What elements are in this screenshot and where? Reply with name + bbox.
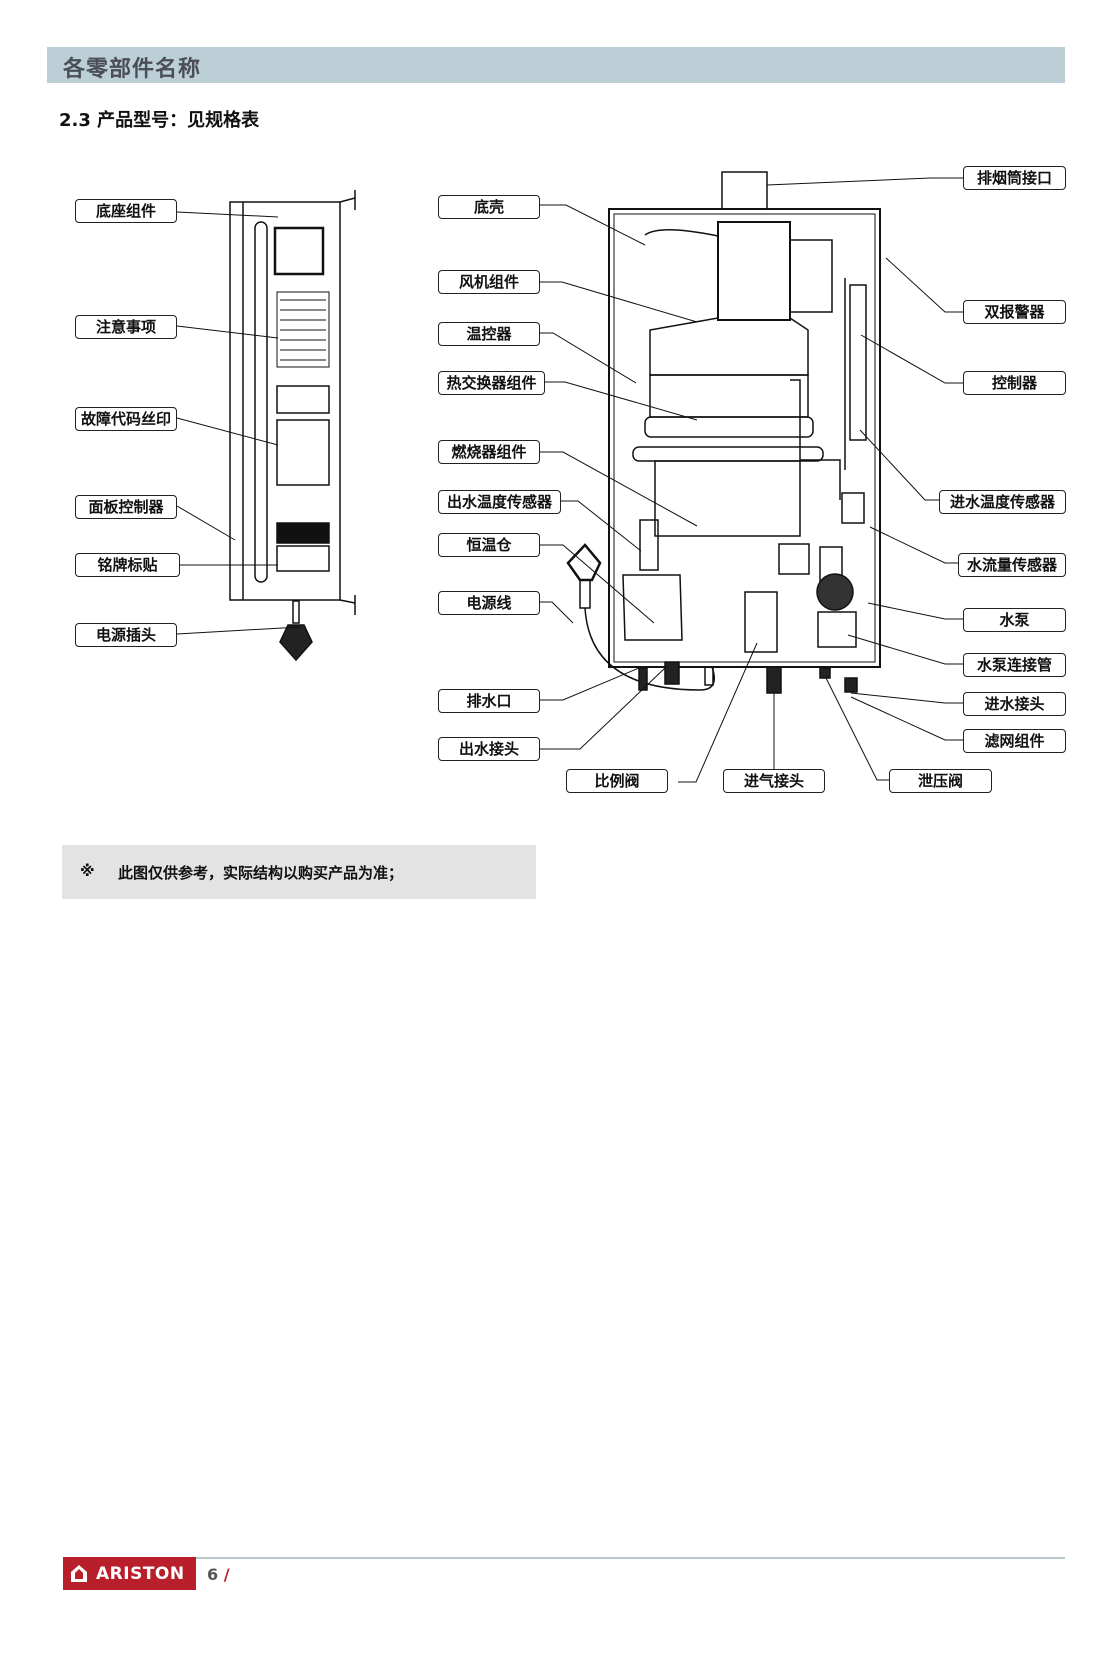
label-water-outlet-connector: 出水接头 [438,737,540,761]
page-number: 6 / [207,1565,230,1584]
label-water-pump: 水泵 [963,608,1066,632]
reference-mark: ※ [80,862,95,880]
label-water-flow-sensor: 水流量传感器 [958,553,1066,577]
label-panel-controller: 面板控制器 [75,495,177,519]
label-fault-code-print: 故障代码丝印 [75,407,177,431]
section-header-band: 各零部件名称 [47,47,1065,83]
label-burner-assembly: 燃烧器组件 [438,440,540,464]
footer-divider [196,1557,1065,1559]
label-power-cord: 电源线 [438,591,540,615]
label-base-assembly: 底座组件 [75,199,177,223]
page-separator: / [223,1565,230,1584]
label-flue-connector: 排烟筒接口 [963,166,1066,190]
note-text: 此图仅供参考，实际结构以购买产品为准； [118,864,404,882]
label-power-plug: 电源插头 [75,623,177,647]
label-constant-temp-tank: 恒温仓 [438,533,540,557]
label-filter-assembly: 滤网组件 [963,729,1066,753]
section-title: 各零部件名称 [63,57,202,82]
label-precautions: 注意事项 [75,315,177,339]
label-nameplate: 铭牌标贴 [75,553,180,577]
label-drain-outlet: 排水口 [438,689,540,713]
parts-diagram [176,171,963,783]
house-icon [71,1565,87,1582]
ariston-logo: ARISTON [63,1557,196,1590]
label-controller: 控制器 [963,371,1066,395]
label-proportional-valve: 比例阀 [566,769,668,793]
page-number-value: 6 [207,1565,219,1584]
label-inlet-temp-sensor: 进水温度传感器 [939,490,1066,514]
label-heat-exchanger: 热交换器组件 [438,371,545,395]
label-bottom-shell: 底壳 [438,195,540,219]
label-gas-inlet-connector: 进气接头 [723,769,825,793]
brand-name: ARISTON [96,1564,185,1584]
front-view-drawing [566,171,881,694]
subtitle: 2.3 产品型号：见规格表 [59,110,260,131]
label-pump-connecting-pipe: 水泵连接管 [963,653,1066,677]
reference-note: ※ 此图仅供参考，实际结构以购买产品为准； [62,845,536,899]
label-pressure-relief-valve: 泄压阀 [889,769,992,793]
label-fan-assembly: 风机组件 [438,270,540,294]
label-thermostat: 温控器 [438,322,540,346]
label-water-inlet-connector: 进水接头 [963,692,1066,716]
side-view-drawing [229,190,356,662]
leader-lines [176,177,963,783]
label-outlet-temp-sensor: 出水温度传感器 [438,490,561,514]
label-dual-alarm: 双报警器 [963,300,1066,324]
